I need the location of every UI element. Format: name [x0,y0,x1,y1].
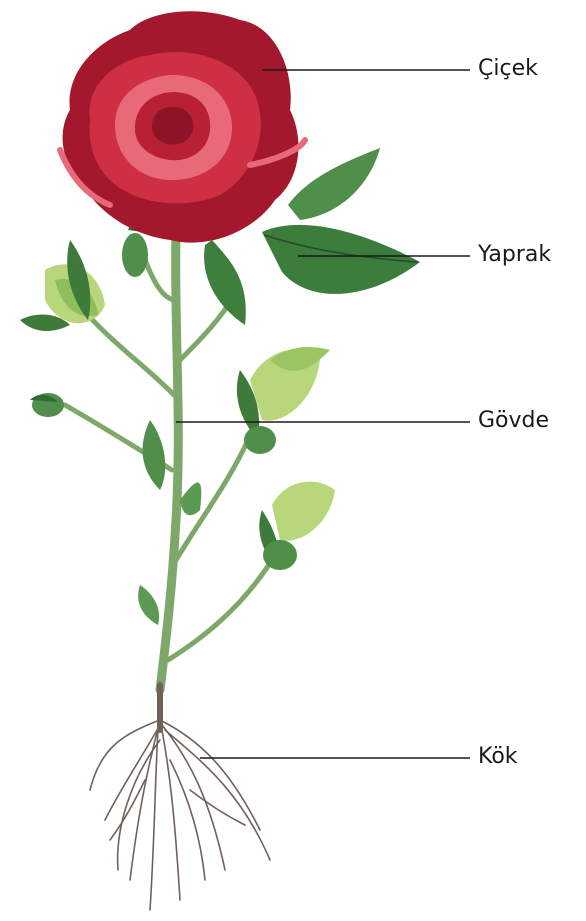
bud-far-left [30,393,64,417]
bud-right-upper [237,347,330,454]
bud-right-lower [259,482,335,570]
label-leaf: Yaprak [478,244,551,266]
label-stem: Gövde [478,410,549,432]
rose-flower [60,11,305,242]
leaf-big [262,225,420,294]
leaf-top-right [288,148,380,220]
label-root: Kök [478,746,518,768]
leaf-stem-right [180,483,201,516]
leaf-stem-mid [143,420,166,490]
bud-upper-left [20,240,105,331]
leaf-stem-low [138,585,159,625]
side-stem-left [88,315,174,395]
label-flower: Çiçek [478,58,538,80]
side-stem-right-low [168,560,272,660]
roots [90,685,270,910]
